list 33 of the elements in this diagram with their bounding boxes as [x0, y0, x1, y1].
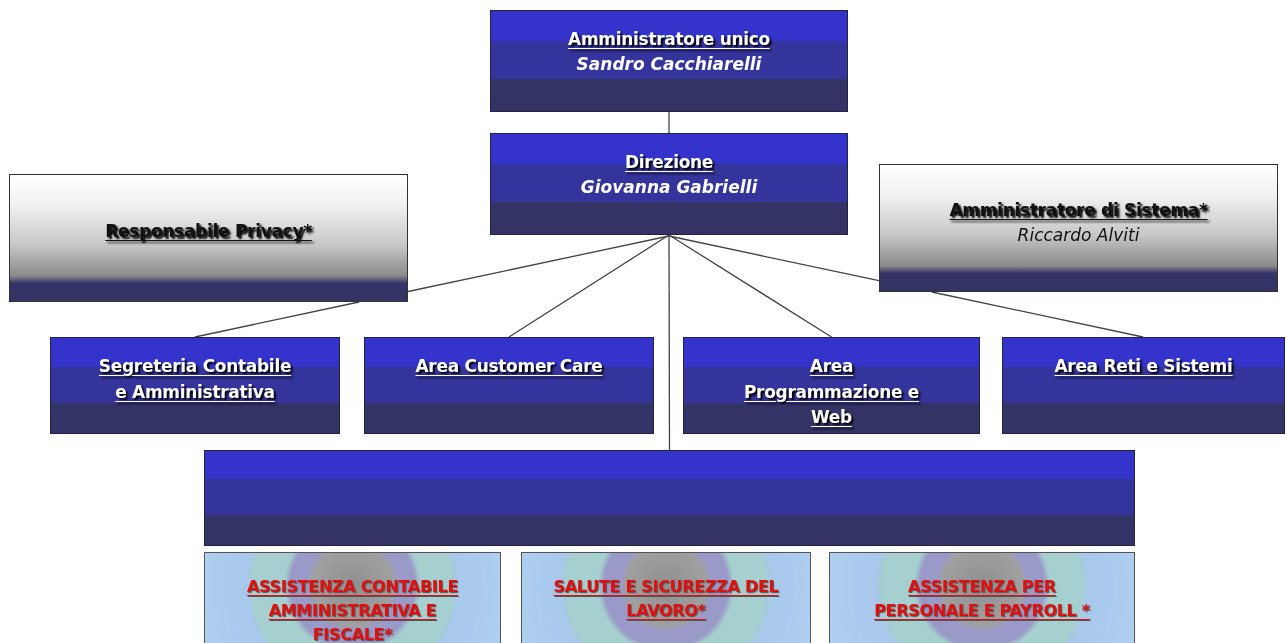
org-box — [490, 133, 848, 235]
org-box — [490, 10, 848, 112]
role-box — [879, 164, 1278, 292]
connector-line — [668, 234, 671, 451]
connector-line — [668, 235, 880, 282]
org-box — [683, 337, 980, 434]
unit-title: ASSISTENZA CONTABILE AMMINISTRATIVA E FISCALE* — [245, 576, 459, 643]
service-box — [829, 552, 1135, 643]
service-box — [204, 552, 501, 643]
unit-title: Area Customer Care — [414, 355, 604, 378]
unit-title: ASSISTENZA PER PERSONALE E PAYROLL * — [873, 576, 1091, 622]
connector-line — [194, 301, 360, 338]
unit-title: Area Programmazione e Web — [742, 355, 921, 429]
banner-box — [204, 450, 1135, 546]
role-box — [9, 174, 408, 302]
connector-line — [508, 234, 670, 338]
service-box — [521, 552, 811, 643]
connector-line — [668, 234, 833, 338]
unit-title: Direzione — [623, 151, 715, 174]
unit-title: Amministratore unico — [567, 28, 771, 51]
connector-line — [668, 111, 670, 134]
unit-title: SALUTE E SICUREZZA DEL LAVORO* — [552, 576, 780, 622]
unit-title: Amministratore di Sistema* — [948, 199, 1209, 223]
unit-title: Segreteria Contabile e Amministrativa — [97, 355, 293, 404]
org-box — [50, 337, 340, 434]
unit-title: Responsabile Privacy* — [104, 220, 313, 244]
person-name: Riccardo Alviti — [1017, 223, 1140, 246]
org-box — [1002, 337, 1285, 434]
org-box — [364, 337, 654, 434]
connector-line — [931, 291, 1144, 338]
person-name: Sandro Cacchiarelli — [576, 52, 762, 75]
unit-title: Area Reti e Sistemi — [1053, 355, 1234, 378]
person-name: Giovanna Gabrielli — [580, 175, 758, 198]
